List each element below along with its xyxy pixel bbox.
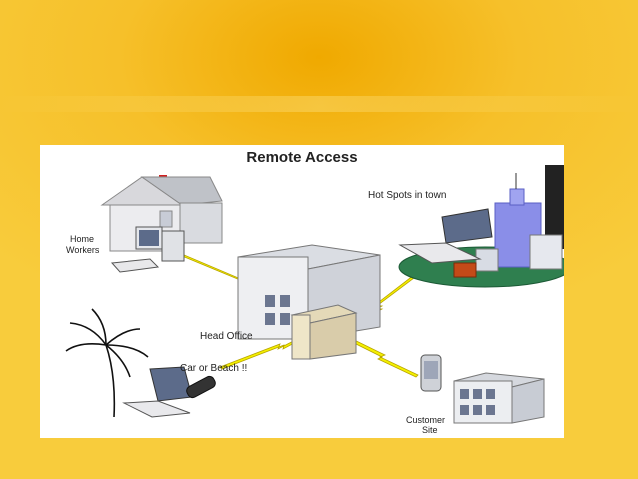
customer-site-label-line1: Customer	[406, 415, 446, 425]
server-icon	[290, 304, 358, 360]
palm-tree-icon	[65, 308, 149, 418]
beach-laptop-icon	[122, 366, 193, 418]
diagram-title: Remote Access	[246, 149, 358, 166]
mobile-phone-icon	[186, 375, 216, 399]
pda-icon	[420, 354, 442, 392]
hot-spots-label: Hot Spots in town	[368, 190, 447, 201]
home-workers-label-line1: Home	[70, 234, 95, 244]
customer-site-label-line2: Site	[422, 425, 438, 435]
desktop-computer-icon	[110, 226, 185, 273]
car-or-beach-label: Car or Beach !!	[180, 363, 248, 374]
network-diagram	[65, 165, 564, 424]
hotspot-laptop-icon	[398, 208, 493, 264]
head-office-label: Head Office	[200, 331, 253, 342]
home-workers-label-line2: Workers	[66, 245, 100, 255]
diagram-slide: Remote Access Home Workers Hot Spots in …	[40, 145, 564, 438]
customer-building-icon	[453, 372, 545, 424]
background-glow-band	[0, 96, 638, 112]
